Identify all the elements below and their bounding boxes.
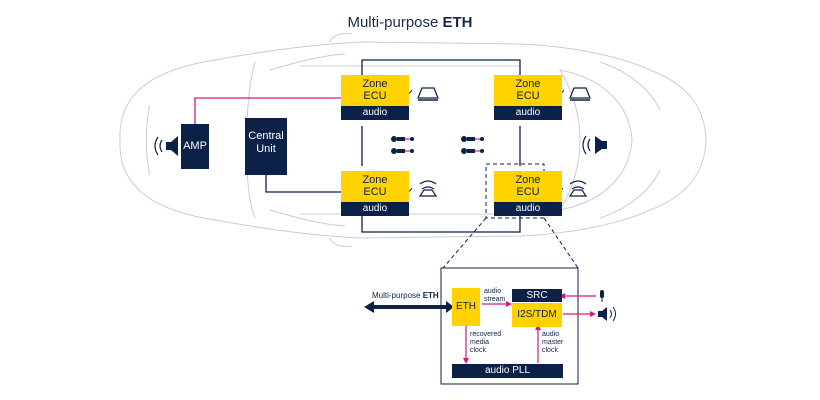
ecu-label-line2: ECU (516, 186, 540, 198)
label-line: audio (484, 288, 502, 295)
ecu-label-line1: Zone (362, 78, 388, 90)
eth-link-label-bold: ETH (422, 291, 439, 300)
eth-link-label: Multi-purpose ETH (372, 292, 452, 300)
title-plain: Multi-purpose (347, 14, 443, 31)
ecu-label-line2: ECU (363, 186, 387, 198)
label-line: clock (470, 347, 486, 354)
eth-block: ETH (452, 288, 480, 326)
detail-speaker-icon (598, 306, 616, 322)
ecu-label-line1: Zone (362, 174, 388, 186)
src-block: SRC (512, 289, 562, 302)
ecu-label-line1: Zone (515, 78, 541, 90)
detail-signal-lines (465, 295, 596, 363)
amp-block: AMP (181, 124, 209, 169)
ecu-audio-label: audio (341, 106, 409, 120)
label-line: master (542, 339, 564, 346)
ecu-label-line1: Zone (515, 174, 541, 186)
ecu-audio-label: audio (341, 202, 409, 216)
amp-label: AMP (183, 140, 207, 152)
ecu-audio-label: audio (494, 106, 562, 120)
src-label: SRC (526, 290, 548, 301)
speaker-icon-amp (154, 136, 178, 156)
ecu-label-line2: ECU (516, 90, 540, 102)
amp-audio-line (194, 97, 341, 124)
zoom-lines (442, 217, 579, 269)
car-outline (119, 33, 707, 247)
speaker-icon-rear (582, 135, 607, 155)
cabin-mics-left (391, 136, 414, 154)
audio-pll-label: audio PLL (484, 365, 531, 376)
label-line: audio (542, 331, 560, 338)
label-line: clock (542, 347, 558, 354)
title-bold: ETH (442, 14, 473, 31)
ecu-label-line2: ECU (363, 90, 387, 102)
eth-block-label: ETH (456, 301, 476, 312)
label-line: recovered (470, 331, 502, 338)
detail-mic-icon (600, 290, 604, 302)
label-line: stream (484, 296, 506, 303)
eth-link-arrow (364, 301, 454, 313)
diagram-title: Multi-purpose ETH (0, 14, 820, 31)
detail-arrowheads (463, 293, 596, 364)
eth-link-label-plain: Multi-purpose (372, 291, 423, 300)
i2s-tdm-label: I2S/TDM (517, 309, 557, 320)
ecu-audio-label: audio (494, 202, 562, 216)
central-unit-label: Central Unit (248, 130, 284, 155)
i2s-tdm-block: I2S/TDM (512, 303, 562, 327)
cabin-mics-right (461, 136, 484, 154)
audio-pll-block: audio PLL (452, 364, 563, 378)
label-line: media (470, 339, 490, 346)
central-unit-block: Central Unit (245, 118, 287, 175)
